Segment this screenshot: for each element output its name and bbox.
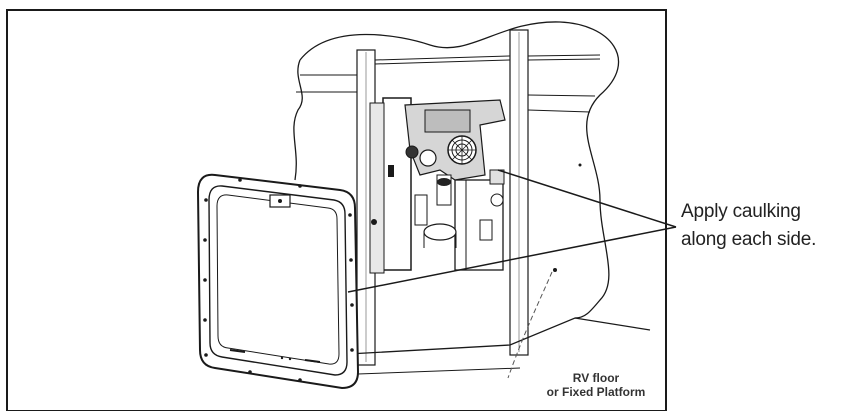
rv-floor-line	[329, 317, 651, 356]
machinery-panel	[424, 109, 471, 133]
floor-label-leader	[507, 271, 553, 379]
drum-component	[423, 223, 457, 241]
screw	[553, 268, 557, 272]
floor-edge	[329, 367, 521, 376]
fitting-component	[489, 169, 505, 185]
callout-line-1: Apply caulking	[681, 201, 801, 222]
crossbar	[374, 59, 511, 65]
fan-grille-icon	[447, 135, 477, 165]
unit-switch	[388, 165, 394, 177]
crossbar	[527, 54, 601, 57]
access-door-frame	[196, 173, 360, 390]
unit-column-right	[454, 179, 504, 271]
crossbar	[374, 55, 511, 61]
callout-leader-lower	[347, 226, 677, 293]
valve-component	[419, 149, 437, 167]
diagram-border	[6, 9, 667, 411]
unit-housing	[382, 97, 412, 271]
unit-housing-front	[369, 102, 385, 274]
fitting-component	[490, 193, 504, 207]
callout-leader-upper	[497, 169, 677, 228]
floor-label-line-2: or Fixed Platform	[546, 385, 646, 399]
rv-floor-label: RV floor or Fixed Platform	[511, 371, 681, 399]
wall-cutout-outline	[299, 21, 620, 319]
fitting-component	[479, 219, 493, 241]
wall-line	[527, 94, 596, 97]
crossbar	[527, 58, 601, 61]
valve-component	[437, 178, 451, 186]
callout-line-2: along each side.	[681, 229, 817, 250]
valve-component	[405, 145, 419, 159]
wall-left-edge	[293, 59, 303, 181]
screw	[578, 163, 582, 167]
wall-line	[527, 109, 591, 113]
pipe-component	[414, 194, 428, 226]
screw	[371, 219, 377, 225]
floor-label-line-1: RV floor	[572, 371, 620, 385]
caulking-callout: Apply caulking along each side.	[681, 198, 841, 254]
